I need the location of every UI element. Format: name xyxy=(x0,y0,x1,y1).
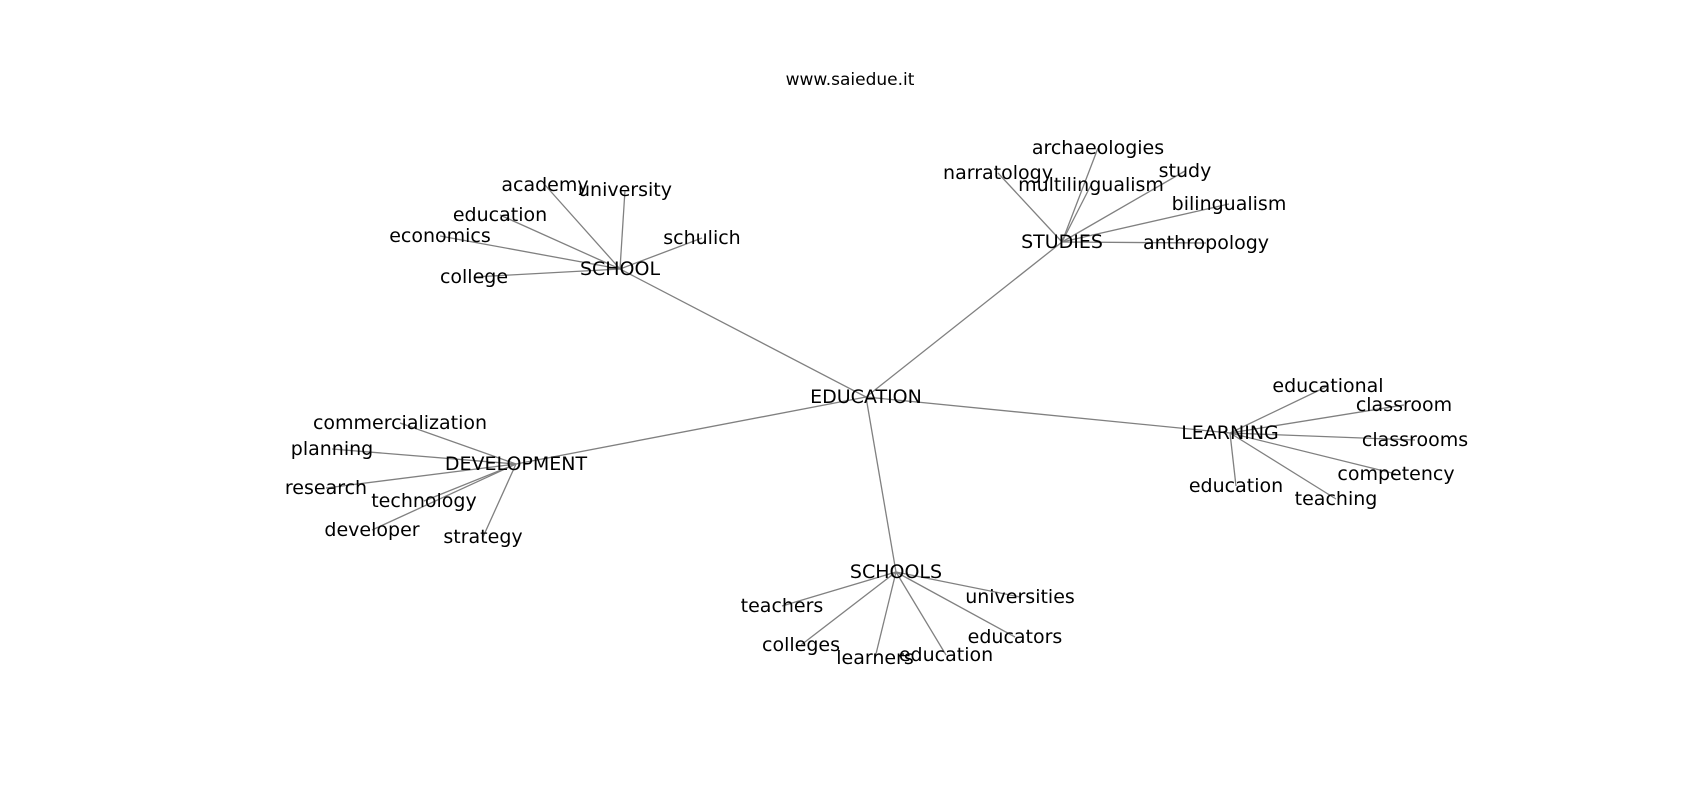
edge-schools-leaf-0 xyxy=(781,571,897,607)
leaf-node-learning-3: competency xyxy=(1337,463,1454,485)
edge-school-leaf-4 xyxy=(619,237,703,270)
leaf-node-school-2: education xyxy=(453,204,547,226)
edge-schools-leaf-1 xyxy=(895,571,1021,598)
edge-school-leaf-3 xyxy=(439,235,621,270)
edge-schools-leaf-3 xyxy=(800,571,897,646)
edge-studies-leaf-2 xyxy=(1061,184,1092,243)
edge-development-leaf-3 xyxy=(423,463,517,502)
leaf-node-development-0: commercialization xyxy=(313,412,487,434)
edge-learning-leaf-5 xyxy=(1229,432,1337,500)
edge-center-learning xyxy=(865,396,1231,434)
leaf-node-schools-0: teachers xyxy=(741,595,824,617)
edge-development-leaf-2 xyxy=(325,463,517,489)
edge-schools-leaf-4 xyxy=(874,571,897,659)
leaf-node-schools-5: education xyxy=(899,644,993,666)
center-node-label: EDUCATION xyxy=(810,386,922,408)
leaf-node-schools-2: educators xyxy=(968,626,1063,648)
leaf-node-studies-0: archaeologies xyxy=(1032,137,1164,159)
leaf-node-studies-5: anthropology xyxy=(1143,232,1269,254)
edge-learning-leaf-4 xyxy=(1229,432,1237,487)
edge-studies-leaf-5 xyxy=(1061,241,1207,244)
edge-school-leaf-2 xyxy=(499,214,621,270)
edge-schools-leaf-5 xyxy=(895,571,947,656)
leaf-node-studies-3: study xyxy=(1159,160,1212,182)
edge-development-leaf-4 xyxy=(371,463,517,531)
edge-learning-leaf-1 xyxy=(1229,404,1405,434)
leaf-node-development-3: technology xyxy=(371,490,477,512)
hub-node-schools: SCHOOLS xyxy=(850,561,942,583)
leaf-node-school-3: economics xyxy=(389,225,491,247)
edge-school-leaf-0 xyxy=(544,184,621,270)
edge-school-leaf-5 xyxy=(473,268,621,278)
leaf-node-schools-4: learners xyxy=(836,647,914,669)
leaf-node-studies-2: multilingualism xyxy=(1018,174,1164,196)
leaf-node-school-0: academy xyxy=(501,174,588,196)
leaf-node-schools-1: universities xyxy=(965,586,1075,608)
leaf-node-development-4: developer xyxy=(324,519,419,541)
edge-schools-leaf-2 xyxy=(895,571,1016,638)
hub-node-studies: STUDIES xyxy=(1021,231,1103,253)
edge-development-leaf-5 xyxy=(482,463,517,538)
leaf-node-studies-1: narratology xyxy=(943,162,1053,184)
site-title: www.saiedue.it xyxy=(785,70,915,90)
edge-learning-leaf-0 xyxy=(1229,385,1329,434)
edge-learning-leaf-3 xyxy=(1229,432,1397,475)
hub-node-learning: LEARNING xyxy=(1181,422,1279,444)
edge-studies-leaf-1 xyxy=(997,172,1063,243)
leaf-node-schools-3: colleges xyxy=(762,634,840,656)
edge-development-leaf-0 xyxy=(399,422,517,465)
edge-studies-leaf-0 xyxy=(1061,147,1099,243)
edge-center-studies xyxy=(865,241,1063,398)
leaf-node-school-4: schulich xyxy=(663,227,740,249)
leaf-node-learning-4: education xyxy=(1189,475,1283,497)
edge-studies-leaf-3 xyxy=(1061,170,1186,243)
leaf-node-learning-2: classrooms xyxy=(1362,429,1468,451)
leaf-node-school-5: college xyxy=(440,266,508,288)
leaf-node-studies-4: bilingualism xyxy=(1172,193,1287,215)
leaf-node-school-1: university xyxy=(578,179,672,201)
leaf-node-learning-0: educational xyxy=(1272,375,1383,397)
edge-school-leaf-1 xyxy=(619,189,626,270)
edge-center-school xyxy=(619,268,867,398)
leaf-node-development-1: planning xyxy=(291,438,373,460)
edge-learning-leaf-2 xyxy=(1229,432,1416,441)
hub-node-school: SCHOOL xyxy=(580,258,661,280)
hub-node-development: DEVELOPMENT xyxy=(445,453,588,475)
edge-studies-leaf-4 xyxy=(1061,203,1230,243)
leaf-node-development-5: strategy xyxy=(443,526,522,548)
edges-layer xyxy=(325,147,1416,659)
leaf-node-learning-5: teaching xyxy=(1295,488,1378,510)
edge-center-development xyxy=(515,396,867,465)
leaf-node-learning-1: classroom xyxy=(1356,394,1452,416)
edge-development-leaf-1 xyxy=(331,448,517,465)
leaf-node-development-2: research xyxy=(285,477,367,499)
edge-center-schools xyxy=(865,396,897,573)
